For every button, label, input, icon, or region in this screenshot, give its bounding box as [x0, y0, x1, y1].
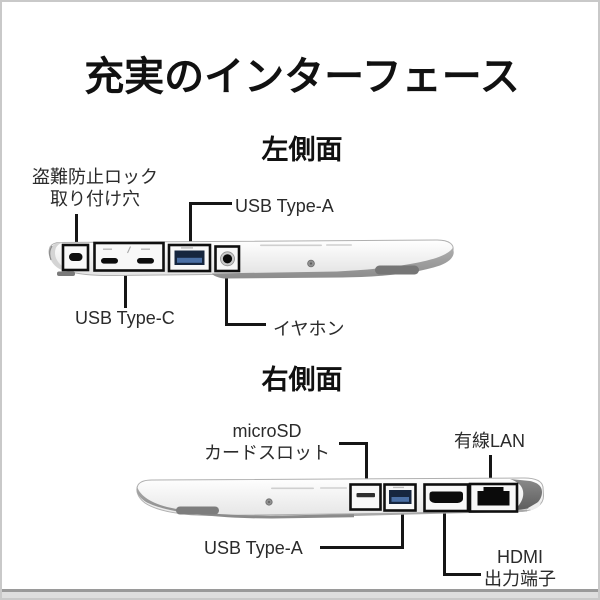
security-lock-slot-icon [69, 253, 83, 261]
leader-line-lan [489, 455, 492, 486]
microsd-label: microSD カードスロット [196, 420, 338, 464]
vent-line [320, 487, 347, 489]
leader-line-microsd-v [365, 442, 368, 487]
microsd-label-line1: microSD [232, 421, 302, 441]
usb-type-a-label-right: USB Type-A [204, 538, 303, 558]
leader-line-usb-a-left-v [189, 202, 192, 242]
vent-line [260, 244, 322, 247]
usb-type-c-port-icon [101, 258, 118, 264]
microsd-label-line2: カードスロット [204, 443, 330, 463]
laptop-hinge-base [528, 501, 541, 511]
leader-line-earphone-v [225, 272, 228, 326]
vent-line [271, 487, 314, 490]
hdmi-label-line2: 出力端子 [484, 569, 556, 589]
leader-line-hdmi-h [443, 573, 481, 576]
leader-line-usb-a-right-v [401, 510, 404, 549]
hdmi-label-line1: HDMI [497, 547, 543, 567]
hdmi-port-icon [429, 491, 463, 503]
usb-type-c-mark [141, 248, 150, 250]
security-lock-label: 盗難防止ロック 取り付け穴 [20, 166, 170, 210]
rubber-foot [375, 265, 419, 275]
laptop-hinge-tip [49, 242, 68, 270]
screw-center [309, 262, 313, 265]
usb-type-c-label: USB Type-C [75, 308, 175, 328]
laptop-right-side-view [136, 477, 545, 519]
bottom-border-strip [2, 589, 598, 598]
leader-line-microsd-h [339, 442, 368, 445]
wired-lan-label: 有線LAN [454, 431, 526, 451]
laptop-foot-left [57, 271, 75, 276]
laptop-hinge-tip [510, 479, 542, 511]
security-lock-label-line1: 盗難防止ロック [32, 167, 158, 187]
leader-line-usb-a-left-h [189, 202, 232, 205]
usb-type-a-tongue [391, 497, 409, 502]
leader-line-usb-a-right-h [320, 546, 404, 549]
usb-type-a-port-icon [174, 250, 205, 265]
laptop-underside [136, 486, 354, 519]
leader-line-usb-c [124, 273, 127, 308]
earphone-jack-icon [222, 254, 233, 264]
leader-line-earphone-h [225, 323, 266, 326]
left-side-heading: 左側面 [261, 135, 343, 165]
usb-type-c-port-icon [137, 258, 154, 264]
usb-type-c-mark [103, 248, 112, 250]
screw-center [268, 501, 270, 503]
leader-line-security-lock [75, 214, 78, 246]
usb-type-c-box [93, 241, 165, 272]
microsd-slot-icon [356, 493, 375, 498]
leader-line-hdmi-v [443, 510, 446, 576]
usb-type-c-divider [127, 246, 131, 254]
vent-line [326, 244, 352, 246]
lan-port-icon [477, 487, 510, 506]
laptop-hinge-edge [49, 245, 53, 261]
hdmi-label: HDMI 出力端子 [481, 546, 559, 590]
usb-type-a-label-left: USB Type-A [235, 196, 334, 216]
right-side-heading: 右側面 [261, 365, 343, 395]
laptop-left-side-view [48, 239, 454, 279]
usb-type-a-tongue [177, 257, 202, 263]
usb-type-a-mark [393, 486, 404, 489]
security-lock-label-line2: 取り付け穴 [50, 189, 140, 209]
earphone-label: イヤホン [273, 319, 345, 339]
security-lock-slot-box [61, 243, 90, 272]
rubber-foot [176, 506, 219, 515]
usb-type-a-mark [181, 247, 193, 249]
page-title: 充実のインターフェース [84, 55, 520, 99]
